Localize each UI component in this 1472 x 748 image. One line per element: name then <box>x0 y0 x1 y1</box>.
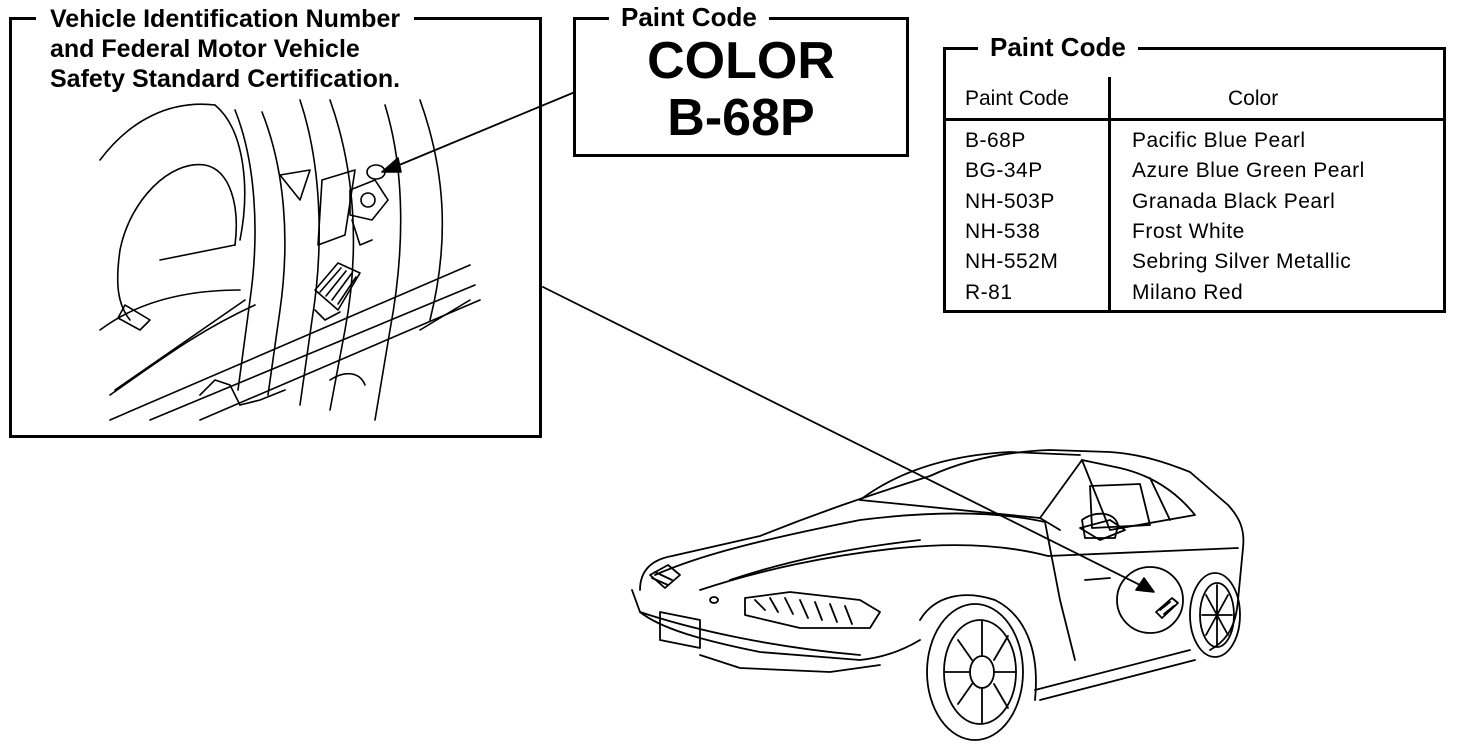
door-jamb-illustration <box>99 99 481 421</box>
vin-title-line-1: Vehicle Identification Number <box>50 5 401 33</box>
leader-arrow-paint-label <box>381 91 576 173</box>
table-row-code: NH-552M <box>965 250 1059 273</box>
table-row-color: Frost White <box>1132 220 1245 243</box>
paint-label-color-text: COLOR <box>647 32 835 90</box>
leader-line-to-car <box>542 286 1155 593</box>
table-row-color: Milano Red <box>1132 281 1244 304</box>
table-header-color: Color <box>1228 87 1279 110</box>
paint-table-title: Paint Code <box>978 34 1138 60</box>
table-header-divider <box>943 118 1446 121</box>
table-row-color: Azure Blue Green Pearl <box>1132 159 1365 182</box>
paint-label-title: Paint Code <box>609 4 769 30</box>
table-row-color: Granada Black Pearl <box>1132 190 1336 213</box>
vin-callout-title: Vehicle Identification Number and Federa… <box>36 4 415 94</box>
car-illustration <box>631 449 1245 741</box>
table-header-paint-code: Paint Code <box>965 87 1069 110</box>
table-row-color: Sebring Silver Metallic <box>1132 250 1352 273</box>
table-row-code: NH-538 <box>965 220 1041 243</box>
vin-title-line-3: Safety Standard Certification. <box>50 65 401 93</box>
table-row-code: BG-34P <box>965 159 1043 182</box>
vin-title-line-2: and Federal Motor Vehicle <box>50 35 360 63</box>
table-row-code: NH-503P <box>965 190 1055 213</box>
paint-code-table <box>943 47 1446 313</box>
paint-label-code-text: B-68P <box>667 89 815 147</box>
table-row-color: Pacific Blue Pearl <box>1132 129 1306 152</box>
table-row-code: R-81 <box>965 281 1013 304</box>
table-column-divider <box>1108 77 1111 313</box>
table-row-code: B-68P <box>965 129 1026 152</box>
